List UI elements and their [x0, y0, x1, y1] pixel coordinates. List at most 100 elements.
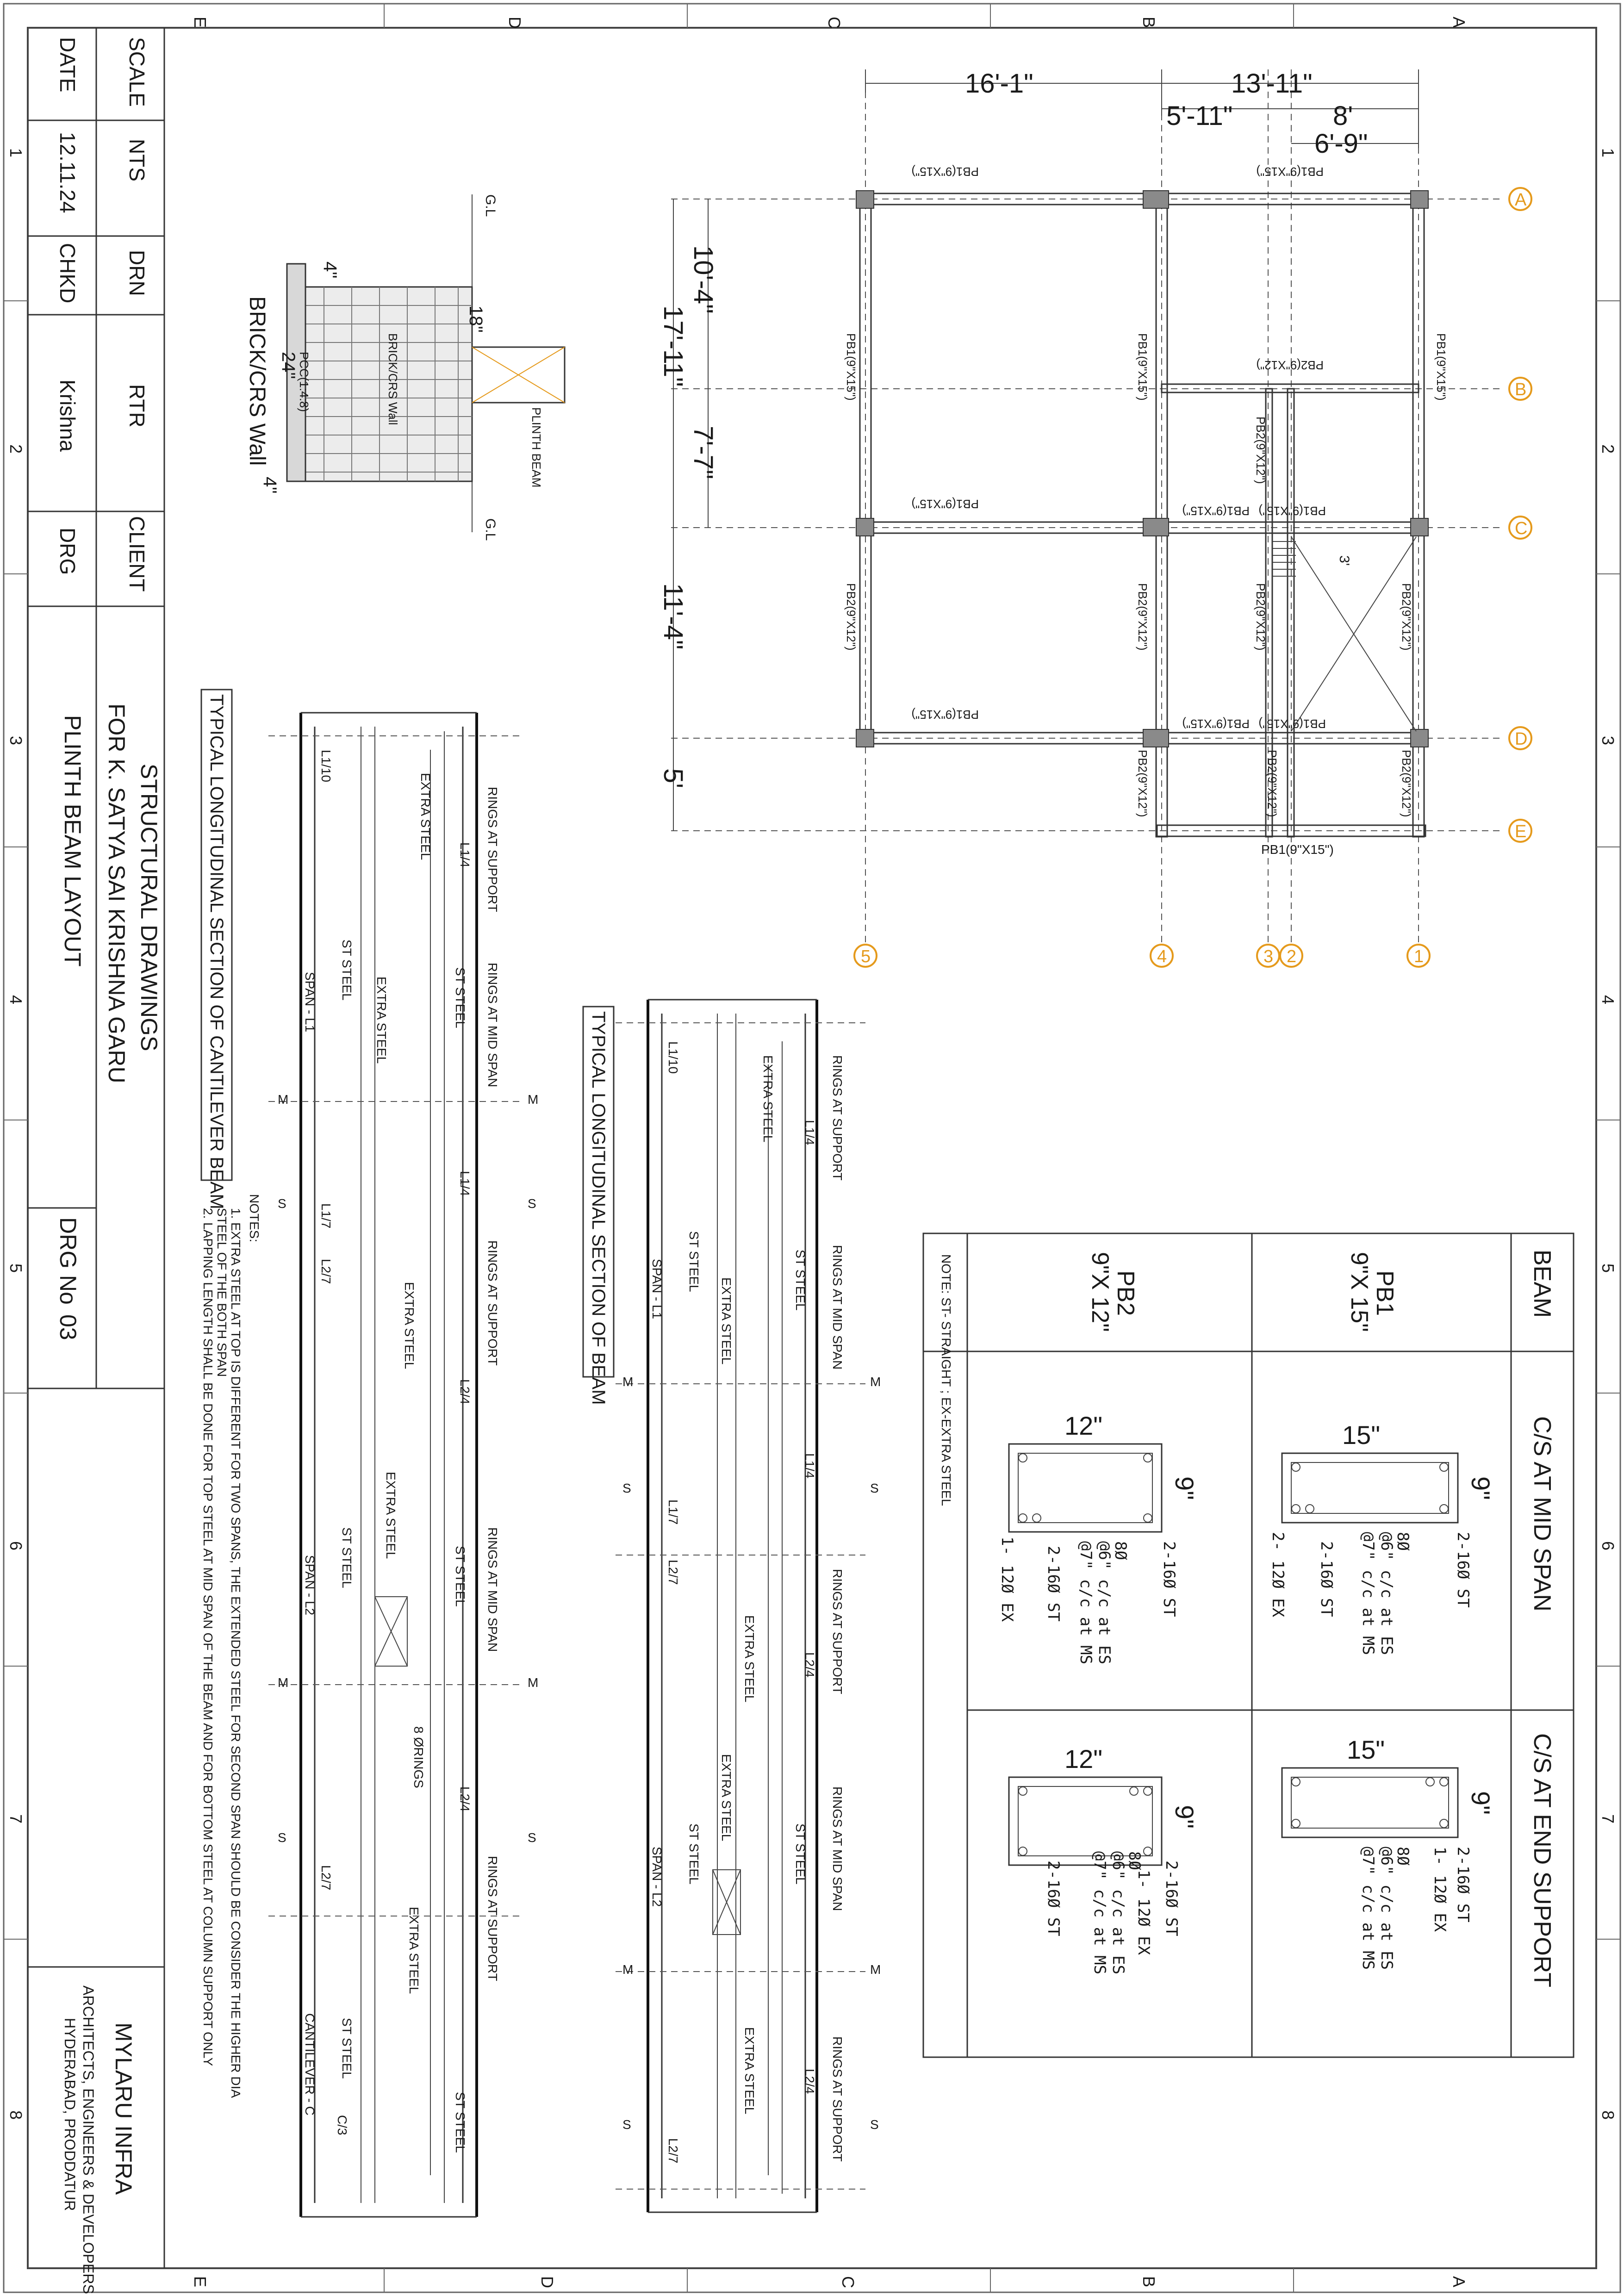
lb-m-2: M — [870, 1375, 881, 1389]
cb-extra-steel-3: EXTRA STEEL — [402, 1282, 417, 1369]
lb-extra-steel-3: EXTRA STEEL — [742, 1615, 757, 1702]
cb-span-1: SPAN - L1 — [303, 972, 317, 1032]
pb2-end-rings-es: @6" c/c at ES — [1109, 1851, 1127, 1974]
grid-a: A — [1515, 190, 1527, 210]
note-1a: 1. EXTRA STEEL AT TOP IS DIFFERENT FOR T… — [229, 1208, 243, 2098]
border-number-5: 5 — [6, 1263, 25, 1273]
title-block: SCALE NTS DATE 12.11.24 DRN CHKD RTR Kri… — [28, 28, 165, 2294]
pb2-mid-depth: 9" — [1170, 1476, 1199, 1500]
plan-beams — [858, 193, 1426, 838]
project-title-line1: STRUCTURAL DRAWINGS — [136, 764, 162, 1051]
lb-rings-support-1: RINGS AT SUPPORT — [830, 1055, 845, 1181]
lb-extra-steel-1: EXTRA STEEL — [761, 1055, 775, 1142]
pb1-size: 9"X 15" — [1346, 1252, 1373, 1332]
date-value: 12.11.24 — [56, 132, 80, 213]
table-header-end: C/S AT END SUPPORT — [1529, 1733, 1556, 1987]
pb1-name: PB1 — [1371, 1270, 1398, 1316]
cb-rings-mid-1: RINGS AT MID SPAN — [485, 963, 500, 1087]
border-number-1: 1 — [6, 148, 25, 157]
lb-st-steel-3: ST STEEL — [793, 1823, 808, 1885]
cb-l1-7: L1/7 — [319, 1203, 333, 1229]
border-number-5-right: 5 — [1599, 1263, 1618, 1273]
outer-border — [3, 3, 1621, 2293]
border-letter-b-bottom: B — [1139, 2276, 1158, 2287]
rtr-label: RTR — [125, 384, 149, 428]
plinth-beam-plan: 3' PB1(9"X15") PB1(9"X15") PB2(9"X12") P… — [658, 68, 1532, 968]
plan-left-dims: 10'-4" 17'-11" 7'-7" 11'-4" 5' — [658, 199, 718, 831]
lb-rings-mid-2: RINGS AT MID SPAN — [830, 1786, 845, 1911]
cb-s-4: S — [528, 1830, 536, 1845]
pb2-midspan-section: 12" 9" 2-16Ø ST 8Ø @6" c/c at ES @7" c/c… — [998, 1411, 1199, 1664]
dim-7-7: 7'-7" — [688, 426, 718, 479]
cb-l2-7-a: L2/7 — [319, 1259, 333, 1284]
cb-rings-support-1: RINGS AT SUPPORT — [485, 787, 500, 912]
stair-dim: 3' — [1337, 555, 1352, 566]
dim-17-11: 17'-11" — [658, 305, 688, 387]
cb-l1-10: L1/10 — [319, 750, 333, 782]
scale-value: NTS — [125, 139, 149, 181]
beam-label-v1-ab: PB1(9"X15") — [1434, 333, 1448, 401]
dim-4-top: 4" — [320, 261, 340, 278]
cb-s-3: S — [278, 1830, 286, 1845]
dim-13-11: 13'-11" — [1231, 68, 1313, 99]
plinth-beam-label: PLINTH BEAM — [529, 407, 543, 487]
notes-block: NOTES: 1. EXTRA STEEL AT TOP IS DIFFEREN… — [201, 1194, 261, 2098]
drg-no-label: DRG No — [55, 1217, 81, 1305]
cb-m-4: M — [528, 1675, 538, 1690]
cb-st-steel-4: ST STEEL — [340, 1527, 354, 1588]
cant-labels: RINGS AT SUPPORT RINGS AT MID SPAN RINGS… — [278, 750, 538, 2153]
grid-d: D — [1515, 729, 1527, 749]
pb1-mid-width: 15" — [1342, 1420, 1380, 1450]
pb2-mid-bars-ex: 1- 12Ø EX — [998, 1537, 1016, 1622]
pb1-end-rings-ms: @7" c/c at MS — [1359, 1847, 1377, 1970]
stair-treads — [1273, 541, 1296, 577]
lb-rings-support-3: RINGS AT SUPPORT — [830, 2036, 845, 2162]
lb-l1-4-b: L1/4 — [803, 1453, 817, 1479]
brick-pattern — [305, 287, 472, 481]
grid-1: 1 — [1414, 947, 1424, 966]
beam-label-v4-de: PB2(9"X12") — [1136, 750, 1150, 817]
beam-label-a1: PB1(9"X15") — [911, 165, 979, 179]
pb2-end-bars-bottom: 2-16Ø ST — [1044, 1860, 1063, 1936]
lb-l2-7-a: L2/7 — [666, 1560, 680, 1585]
dim-11-4: 11'-4" — [658, 583, 688, 649]
pb1-end-rings: 8Ø — [1394, 1847, 1412, 1866]
cb-c-3: C/3 — [335, 2115, 349, 2135]
drg-no-value: 03 — [55, 1314, 81, 1340]
border-letter-b: B — [1139, 17, 1158, 28]
drn-label: DRN — [125, 250, 149, 296]
pb1-end-depth: 9" — [1466, 1791, 1495, 1815]
pb1-end-bars-ex: 1- 12Ø EX — [1431, 1847, 1449, 1932]
border-number-6: 6 — [6, 1541, 25, 1550]
pb2-name: PB2 — [1112, 1270, 1139, 1316]
pb1-mid-rings-es: @6" c/c at ES — [1377, 1532, 1396, 1655]
gl-label-top: G.L — [483, 194, 498, 217]
dim-4-bottom: 4" — [260, 477, 280, 493]
pb1-end-bars-st: 2-16Ø ST — [1454, 1847, 1472, 1923]
date-label: DATE — [56, 37, 80, 92]
cb-l1-4-b: L1/4 — [458, 1171, 472, 1196]
pb2-end-width: 12" — [1064, 1744, 1102, 1773]
lb-l2-4-a: L2/4 — [803, 1652, 817, 1678]
chkd-label: CHKD — [56, 243, 80, 303]
pb2-end-rings: 8Ø — [1125, 1851, 1144, 1870]
beam-schedule-table: BEAM C/S AT MID SPAN C/S AT END SUPPORT … — [922, 1232, 1574, 2058]
border-number-8: 8 — [6, 2110, 25, 2120]
cb-m-3: M — [278, 1675, 288, 1690]
table-header-mid: C/S AT MID SPAN — [1529, 1416, 1556, 1612]
notes-title: NOTES: — [247, 1194, 261, 1242]
pb2-end-bars-st: 2-16Ø ST — [1162, 1860, 1181, 1936]
lb-s-1: S — [622, 1481, 631, 1495]
lb-span-2: SPAN - L2 — [650, 1847, 664, 1907]
company-location: HYDERABAD, PRODDATUR — [62, 2018, 78, 2211]
border-numbers: 1 2 3 4 5 6 7 8 1 2 3 4 5 6 7 8 — [6, 148, 1618, 2120]
cb-extra-steel-1: EXTRA STEEL — [418, 773, 433, 860]
cant-title: TYPICAL LONGITUDINAL SECTION OF CANTILEV… — [206, 694, 227, 1209]
beam-label-d3: PB1(9"X15") — [1258, 717, 1326, 731]
cb-cantilever: CANTILEVER - C — [303, 2013, 317, 2116]
pb1-mid-bars-ex: 2- 12Ø EX — [1269, 1532, 1287, 1618]
dim-8: 8' — [1333, 101, 1353, 131]
border-number-3-right: 3 — [1599, 736, 1618, 745]
border-letters-top: E D C B A E D C B A — [191, 17, 1468, 2288]
pb1-mid-bars-bottom: 2-16Ø ST — [1317, 1541, 1336, 1617]
